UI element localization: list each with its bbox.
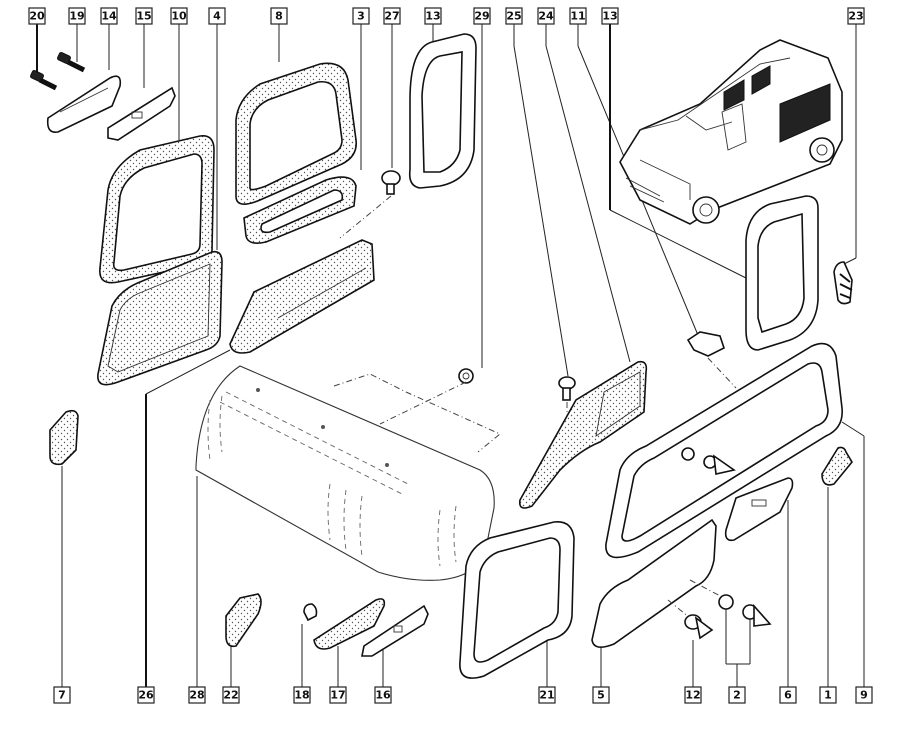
- part-13-vent-grille-upper: [408, 33, 477, 189]
- callout-13-upper[interactable]: 13: [424, 7, 442, 25]
- part-16-bracket: [361, 604, 429, 657]
- part-7-trim-piece: [49, 409, 79, 466]
- leader-lines: [36, 24, 865, 687]
- part-19-screw: [57, 51, 86, 73]
- part-29-nut-clip: [458, 368, 474, 384]
- part-1-small-trim: [821, 446, 853, 486]
- svg-text:15: 15: [136, 10, 151, 23]
- svg-text:10: 10: [171, 10, 187, 23]
- svg-text:4: 4: [213, 10, 221, 23]
- callout-24[interactable]: 24: [537, 7, 555, 25]
- callout-10[interactable]: 10: [170, 7, 188, 25]
- callout-3[interactable]: 3: [352, 7, 370, 25]
- svg-text:1: 1: [824, 689, 832, 702]
- part-13-vent-grille-right: [745, 195, 819, 351]
- callout-2[interactable]: 2: [728, 686, 746, 704]
- svg-text:16: 16: [375, 689, 391, 702]
- part-14-trim-cover: [46, 75, 122, 134]
- svg-text:9: 9: [860, 689, 868, 702]
- part-10-window-seal: [99, 134, 215, 284]
- svg-text:24: 24: [538, 10, 554, 23]
- callout-25[interactable]: 25: [505, 7, 523, 25]
- svg-text:6: 6: [784, 689, 792, 702]
- svg-text:29: 29: [474, 10, 489, 23]
- callout-6[interactable]: 6: [779, 686, 797, 704]
- callout-26[interactable]: 26: [137, 686, 155, 704]
- callout-5[interactable]: 5: [592, 686, 610, 704]
- callout-4[interactable]: 4: [208, 7, 226, 25]
- svg-text:7: 7: [58, 689, 66, 702]
- part-2-clip-set: [718, 594, 772, 627]
- callout-20[interactable]: 20: [28, 7, 46, 25]
- part-22-trim-piece: [225, 593, 262, 648]
- part-6-handle-trim: [724, 477, 794, 542]
- callout-19[interactable]: 19: [68, 7, 86, 25]
- part-3-trim-grille: [243, 176, 357, 244]
- part-11-clip-bracket: [686, 331, 725, 357]
- part-21-window-seal: [459, 521, 575, 679]
- svg-text:13: 13: [602, 10, 617, 23]
- vehicle-illustration: [619, 39, 843, 225]
- part-9-clips: [681, 447, 736, 475]
- part-28-wheel-arch-cover: [195, 365, 501, 581]
- part-17-trim-cover: [313, 598, 386, 650]
- svg-text:22: 22: [223, 689, 238, 702]
- part-5-lower-trim-panel: [591, 518, 725, 648]
- callout-17[interactable]: 17: [329, 686, 347, 704]
- callout-13-right[interactable]: 13: [601, 7, 619, 25]
- svg-text:25: 25: [506, 10, 521, 23]
- part-4-side-trim-panel: [97, 250, 223, 386]
- part-9-window-seal-large: [605, 342, 843, 559]
- callout-29[interactable]: 29: [473, 7, 491, 25]
- callout-8[interactable]: 8: [270, 7, 288, 25]
- part-20-screw: [30, 69, 58, 91]
- svg-text:14: 14: [101, 10, 117, 23]
- part-trim-wedge: [229, 239, 375, 354]
- svg-text:19: 19: [69, 10, 84, 23]
- svg-text:13: 13: [425, 10, 440, 23]
- part-8-window-seal: [235, 62, 358, 205]
- svg-text:28: 28: [189, 689, 204, 702]
- part-23-trim-strip: [833, 261, 853, 305]
- callout-11[interactable]: 11: [569, 7, 587, 25]
- svg-text:18: 18: [294, 689, 309, 702]
- part-12-push-clip: [684, 614, 714, 640]
- callout-7[interactable]: 7: [53, 686, 71, 704]
- svg-text:12: 12: [685, 689, 700, 702]
- svg-text:21: 21: [539, 689, 554, 702]
- callout-9[interactable]: 9: [855, 686, 873, 704]
- svg-text:8: 8: [275, 10, 283, 23]
- callout-21[interactable]: 21: [538, 686, 556, 704]
- part-25-clip: [558, 376, 576, 436]
- callout-12[interactable]: 12: [684, 686, 702, 704]
- svg-text:23: 23: [848, 10, 863, 23]
- callouts-bottom: 7 26 28 22 18 17 16 21 5 12 2 6 1 9: [53, 686, 873, 704]
- svg-text:11: 11: [570, 10, 585, 23]
- callouts-top: 20 19 14 15 10 4 8 3 27 13 29 25 24 11 1…: [28, 7, 865, 25]
- part-27-clip: [339, 170, 401, 239]
- part-15-bracket: [107, 86, 176, 141]
- callout-23[interactable]: 23: [847, 7, 865, 25]
- svg-text:3: 3: [357, 10, 365, 23]
- svg-text:27: 27: [384, 10, 399, 23]
- part-24-pillar-trim: [518, 360, 648, 509]
- callout-18[interactable]: 18: [293, 686, 311, 704]
- svg-text:20: 20: [29, 10, 45, 23]
- part-18-cap: [303, 603, 318, 622]
- svg-text:5: 5: [597, 689, 605, 702]
- callout-16[interactable]: 16: [374, 686, 392, 704]
- svg-text:26: 26: [138, 689, 154, 702]
- svg-text:17: 17: [330, 689, 345, 702]
- callout-1[interactable]: 1: [819, 686, 837, 704]
- callout-27[interactable]: 27: [383, 7, 401, 25]
- callout-14[interactable]: 14: [100, 7, 118, 25]
- callout-15[interactable]: 15: [135, 7, 153, 25]
- callout-28[interactable]: 28: [188, 686, 206, 704]
- svg-text:2: 2: [733, 689, 741, 702]
- callout-22[interactable]: 22: [222, 686, 240, 704]
